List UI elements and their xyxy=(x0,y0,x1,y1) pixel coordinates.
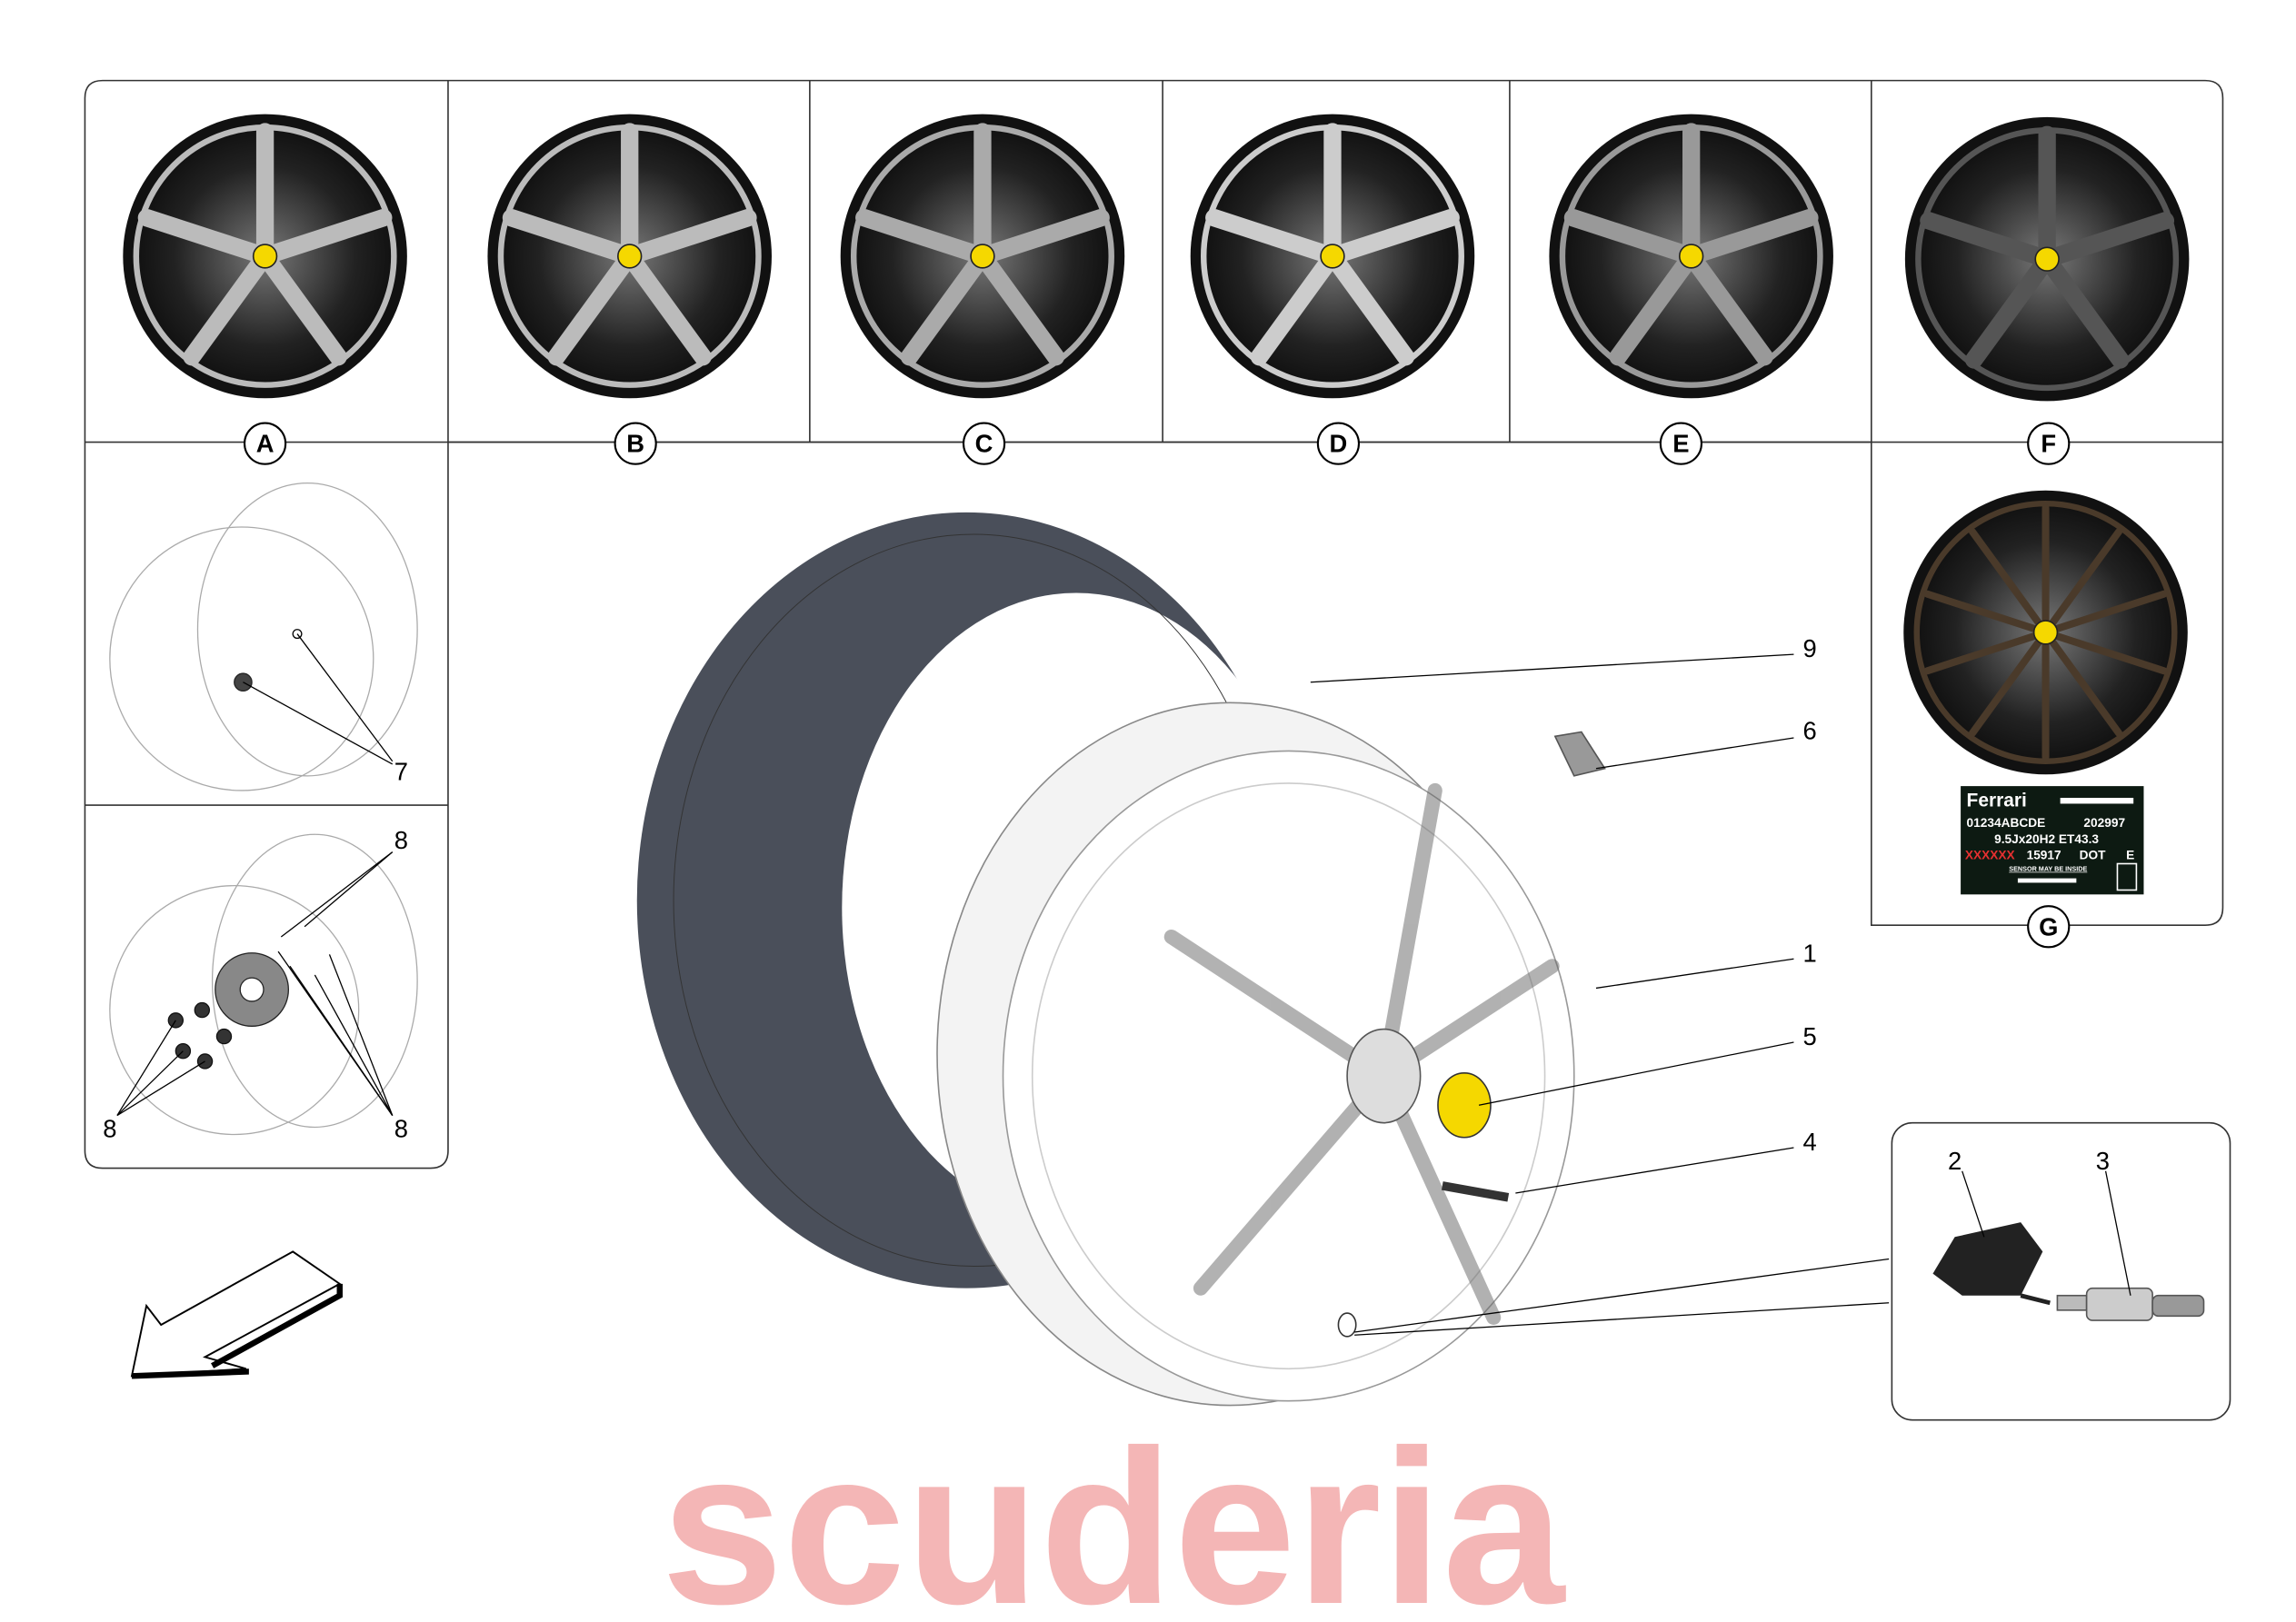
callout-8b: 8 xyxy=(103,1115,116,1143)
variant-letter-circle xyxy=(2027,905,2071,949)
wheel-variant-F xyxy=(1904,116,2190,402)
variant-letter-circle xyxy=(2027,422,2071,465)
wheel-variant-B xyxy=(487,114,772,399)
leader-lines xyxy=(1310,653,2131,1336)
wheel-variant-images xyxy=(123,114,2190,775)
wheel-label-plate: Ferrari 01234ABCDE 202997 9.5Jx20H2 ET43… xyxy=(1961,786,2144,895)
wheel-variant-G xyxy=(1903,490,2188,775)
watermark-logo: scuderia xyxy=(661,1405,1565,1622)
plate-red-code: XXXXXX xyxy=(1965,849,2016,862)
variant-letter-circle xyxy=(614,422,657,465)
plate-e-mark: E xyxy=(2126,849,2134,862)
callout-8a: 8 xyxy=(394,826,408,854)
variant-letter-circle xyxy=(1316,422,1361,465)
variant-letter-G: G xyxy=(2039,912,2058,940)
plate-size: 9.5Jx20H2 ET43.3 xyxy=(1994,832,2099,846)
callout-7: 7 xyxy=(394,758,408,786)
callout-9: 9 xyxy=(1803,634,1817,662)
wheel-nut-detail-7 xyxy=(109,482,418,791)
variant-letter-A: A xyxy=(256,430,275,458)
callout-8c: 8 xyxy=(394,1115,408,1143)
callout-2: 2 xyxy=(1948,1147,1962,1175)
plate-note: SENSOR MAY BE INSIDE xyxy=(2009,865,2087,873)
variant-letter-D: D xyxy=(1330,430,1348,458)
tpms-sensor xyxy=(1932,1222,2051,1306)
variant-panels xyxy=(84,79,2231,1421)
variant-letter-F: F xyxy=(2041,430,2056,458)
wheel-variant-A xyxy=(123,114,407,399)
balance-weight xyxy=(1553,731,1606,777)
wheel-variant-E xyxy=(1549,114,1833,399)
variant-letter-circle xyxy=(1659,422,1702,465)
rim xyxy=(936,702,1575,1407)
center-cap-badge xyxy=(1437,1072,1492,1139)
variant-letter-circle xyxy=(243,422,287,465)
plate-dot: DOT xyxy=(2080,849,2107,862)
plate-batch: 15917 xyxy=(2027,849,2061,862)
callout-6: 6 xyxy=(1803,716,1817,744)
callout-3: 3 xyxy=(2096,1147,2110,1175)
variant-letter-B: B xyxy=(626,430,644,458)
variant-letter-C: C xyxy=(975,430,993,458)
tpms-valve xyxy=(2056,1287,2205,1321)
variant-letter-E: E xyxy=(1672,430,1689,458)
variant-letter-circle xyxy=(962,422,1006,465)
wheel-variant-D xyxy=(1190,114,1475,399)
plate-number: 202997 xyxy=(2083,816,2125,830)
callout-1: 1 xyxy=(1803,939,1817,967)
callout-4: 4 xyxy=(1803,1128,1817,1156)
kc-cert-mark xyxy=(2116,862,2138,891)
wheel-bolt-detail-8 xyxy=(109,833,418,1136)
wheel-variant-C xyxy=(840,114,1125,399)
callout-5: 5 xyxy=(1803,1022,1817,1050)
plate-code: 01234ABCDE xyxy=(1967,816,2046,830)
plate-brand: Ferrari xyxy=(1967,791,2027,811)
direction-arrow-icon xyxy=(130,1250,343,1379)
